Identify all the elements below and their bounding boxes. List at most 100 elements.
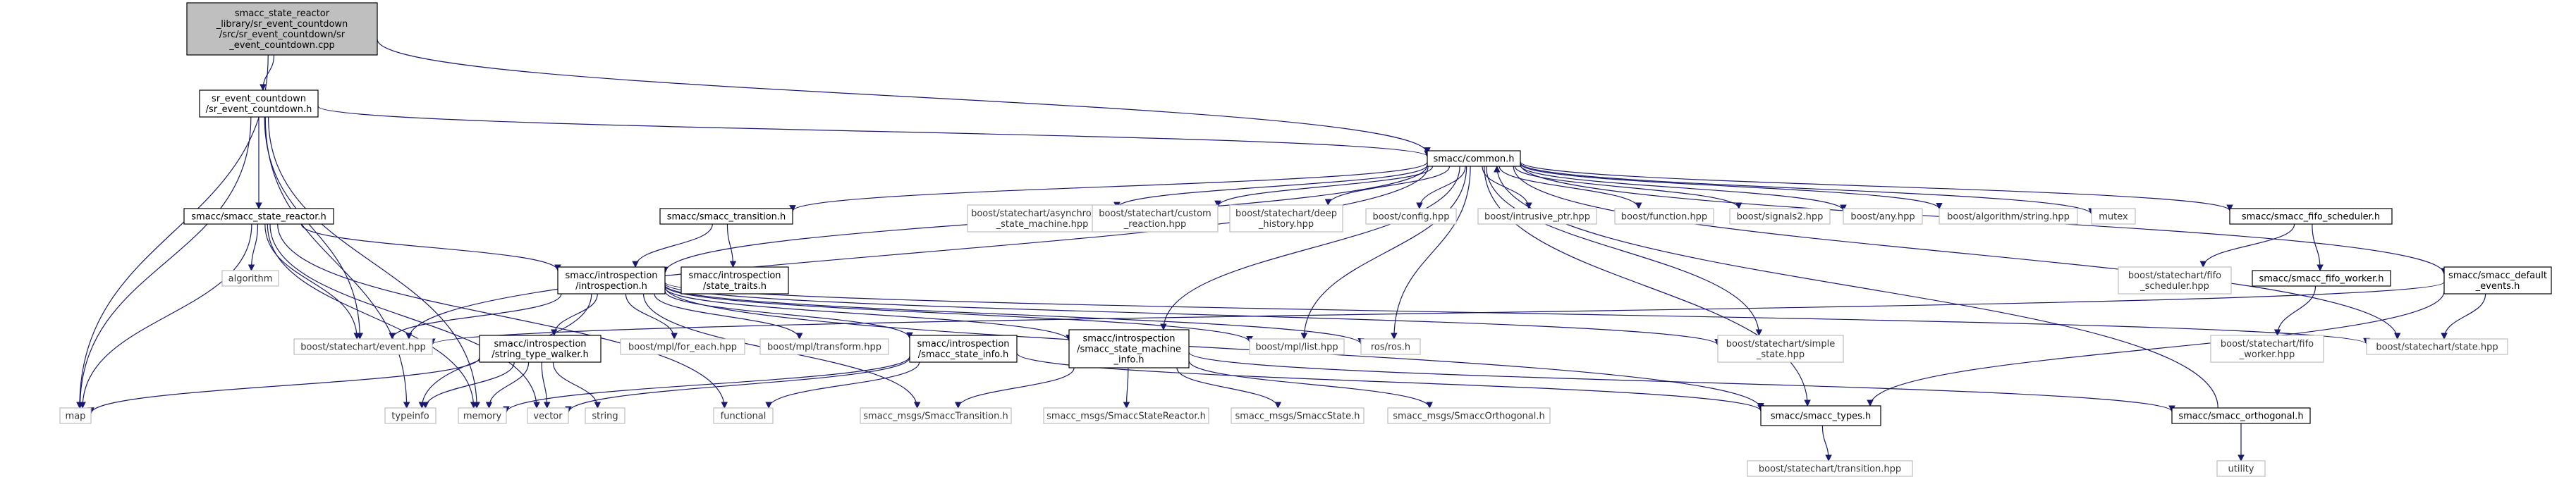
- node-sr_event_countdown_h[interactable]: sr_event_countdown/sr_event_countdown.h: [199, 89, 319, 118]
- node-label: boost/mpl/for_each.hpp: [628, 342, 737, 353]
- node-label: /state_traits.h: [703, 281, 767, 292]
- node-transition_h[interactable]: smacc/smacc_transition.h: [659, 208, 793, 225]
- edge-sr_event_countdown_h-to-map: [76, 116, 252, 409]
- node-typeinfo[interactable]: typeinfo: [384, 407, 437, 424]
- edge-sr_event_countdown_h-to-typeinfo: [264, 116, 410, 409]
- node-label: smacc/smacc_transition.h: [667, 212, 786, 223]
- node-fifo_worker_h[interactable]: smacc/smacc_fifo_worker.h: [2252, 270, 2391, 287]
- node-msg_state_reactor_h[interactable]: smacc_msgs/SmaccStateReactor.h: [1043, 407, 1209, 424]
- node-msg_state_h[interactable]: smacc_msgs/SmaccState.h: [1231, 407, 1365, 424]
- node-label: smacc_msgs/SmaccStateReactor.h: [1046, 411, 1206, 422]
- node-mpl_list_hpp[interactable]: boost/mpl/list.hpp: [1249, 338, 1345, 355]
- node-label: vector: [533, 411, 563, 422]
- node-for_each_hpp[interactable]: boost/mpl/for_each.hpp: [620, 338, 745, 355]
- node-label: boost/statechart/fifo: [2128, 271, 2221, 281]
- edge-introspection_h-to-event_hpp: [389, 293, 562, 340]
- node-transform_hpp[interactable]: boost/mpl/transform.hpp: [759, 338, 889, 355]
- edge-string_type_walker_h-to-map: [87, 357, 480, 414]
- edge-common_h-to-custom_reaction_hpp: [1214, 166, 1434, 208]
- node-string[interactable]: string: [585, 407, 625, 424]
- node-label: _worker.hpp: [2239, 349, 2295, 360]
- node-label: boost/any.hpp: [1850, 212, 1915, 223]
- node-deep_history_hpp[interactable]: boost/statechart/deep_history.hpp: [1229, 204, 1343, 233]
- node-label: boost/config.hpp: [1372, 212, 1449, 223]
- node-memory[interactable]: memory: [458, 407, 507, 424]
- edge-string_type_walker_h-to-vector: [541, 361, 551, 409]
- node-algorithm[interactable]: algorithm: [221, 270, 279, 287]
- node-msg_transition_h[interactable]: smacc_msgs/SmaccTransition.h: [860, 407, 1012, 424]
- node-algorithm_string_hpp[interactable]: boost/algorithm/string.hpp: [1939, 208, 2078, 225]
- node-label: /sr_event_countdown.h: [206, 104, 312, 115]
- node-state_traits_h[interactable]: smacc/introspection/state_traits.h: [680, 266, 789, 295]
- edge-common_h-to-algorithm_string_hpp: [1520, 163, 1943, 210]
- edge-common_h-to-signals2_hpp: [1514, 166, 1742, 209]
- node-signals2_hpp[interactable]: boost/signals2.hpp: [1729, 208, 1831, 225]
- node-functional[interactable]: functional: [713, 407, 774, 424]
- node-event_hpp[interactable]: boost/statechart/event.hpp: [293, 338, 433, 355]
- node-mutex[interactable]: mutex: [2091, 208, 2136, 225]
- node-sc_fifo_worker_hpp[interactable]: boost/statechart/fifo_worker.hpp: [2210, 335, 2324, 363]
- node-label: _events.h: [2475, 281, 2520, 292]
- node-introspection_h[interactable]: smacc/introspection/introspection.h: [557, 266, 666, 295]
- node-label: map: [66, 411, 86, 422]
- node-label: smacc/smacc_default: [2448, 271, 2547, 281]
- node-simple_state_hpp[interactable]: boost/statechart/simple_state.hpp: [1717, 335, 1844, 363]
- node-any_hpp[interactable]: boost/any.hpp: [1843, 208, 1923, 225]
- node-label: smacc/introspection: [688, 271, 781, 281]
- edge-transition_h-to-introspection_h: [632, 223, 713, 268]
- edge-smacc_sm_info_h-to-msg_state_h: [1176, 367, 1282, 409]
- node-state_hpp[interactable]: boost/statechart/state.hpp: [2366, 338, 2508, 355]
- node-msg_orthogonal_h[interactable]: smacc_msgs/SmaccOrthogonal.h: [1387, 407, 1551, 424]
- node-label: /src/sr_event_countdown/sr: [219, 30, 346, 40]
- node-label: _scheduler.hpp: [2139, 281, 2209, 292]
- edge-state_reactor_h-to-algorithm: [248, 223, 259, 271]
- node-smacc_orthogonal_h[interactable]: smacc/smacc_orthogonal.h: [2171, 407, 2311, 424]
- edge-smacc_state_info_h-to-smacc_types_h: [1016, 352, 1764, 412]
- edge-common_h-to-any_hpp: [1520, 165, 1847, 212]
- node-string_type_walker_h[interactable]: smacc/introspection/string_type_walker.h: [479, 335, 602, 363]
- node-label: smacc/introspection: [917, 339, 1009, 349]
- node-smacc_sm_info_h[interactable]: smacc/introspection/smacc_state_machine_…: [1068, 329, 1190, 368]
- node-label: ros/ros.h: [1371, 342, 1410, 353]
- node-state_reactor_h[interactable]: smacc/smacc_state_reactor.h: [183, 208, 334, 225]
- node-label: smacc/common.h: [1433, 154, 1514, 165]
- edge-introspection_h-to-transform_hpp: [654, 293, 803, 340]
- node-smacc_state_info_h[interactable]: smacc/introspection/smacc_state_info.h: [909, 335, 1018, 363]
- node-custom_reaction_hpp[interactable]: boost/statechart/custom_reaction.hpp: [1092, 204, 1219, 233]
- node-label: _history.hpp: [1258, 219, 1314, 230]
- edge-default_events_h-to-state_hpp: [2441, 293, 2486, 340]
- node-common_h[interactable]: smacc/common.h: [1427, 150, 1521, 167]
- node-vector[interactable]: vector: [527, 407, 569, 424]
- node-root: smacc_state_reactor_library/sr_event_cou…: [186, 2, 378, 56]
- node-label: _event_countdown.cpp: [228, 40, 335, 51]
- edge-introspection_h-to-mpl_list_hpp: [664, 285, 1253, 343]
- node-utility[interactable]: utility: [2216, 460, 2266, 477]
- node-label: smacc/smacc_orthogonal.h: [2178, 411, 2303, 422]
- node-ros_h[interactable]: ros/ros.h: [1360, 338, 1421, 355]
- node-label: smacc_msgs/SmaccTransition.h: [863, 411, 1008, 422]
- node-smacc_types_h[interactable]: smacc/smacc_types.h: [1760, 405, 1881, 426]
- node-function_hpp[interactable]: boost/function.hpp: [1614, 208, 1714, 225]
- edge-state_reactor_h-to-memory: [267, 223, 477, 409]
- edge-smacc_state_info_h-to-vector: [565, 357, 910, 414]
- edge-introspection_h-to-smacc_sm_info_h: [664, 287, 1073, 342]
- node-sc_fifo_scheduler_hpp[interactable]: boost/statechart/fifo_scheduler.hpp: [2118, 266, 2232, 295]
- node-fifo_scheduler_h[interactable]: smacc/smacc_fifo_scheduler.h: [2229, 208, 2393, 225]
- node-transition_hpp[interactable]: boost/statechart/transition.hpp: [1747, 460, 1913, 477]
- node-intrusive_ptr_hpp[interactable]: boost/intrusive_ptr.hpp: [1477, 208, 1597, 225]
- edge-string_type_walker_h-to-memory: [485, 361, 530, 409]
- edge-common_h-to-function_hpp: [1498, 166, 1642, 209]
- node-map[interactable]: map: [59, 407, 92, 424]
- node-config_hpp[interactable]: boost/config.hpp: [1365, 208, 1457, 225]
- edge-default_events_h-to-smacc_types_h: [1867, 291, 2445, 407]
- node-label: smacc_state_reactor: [235, 8, 330, 19]
- edge-sr_event_countdown_h-to-memory: [267, 116, 480, 409]
- node-label: /string_type_walker.h: [492, 349, 589, 360]
- edge-common_h-to-smacc_sm_info_h: [1160, 166, 1460, 330]
- edge-smacc_types_h-to-transition_hpp: [1821, 425, 1832, 461]
- edge-common_h-to-transition_h: [789, 161, 1428, 212]
- node-default_events_h[interactable]: smacc/smacc_default_events.h: [2443, 266, 2552, 295]
- edge-smacc_state_info_h-to-memory: [503, 356, 910, 414]
- edge-smacc_orthogonal_h-to-common_h: [1494, 166, 2218, 409]
- edge-common_h-to-async_sm_hpp: [1113, 164, 1428, 209]
